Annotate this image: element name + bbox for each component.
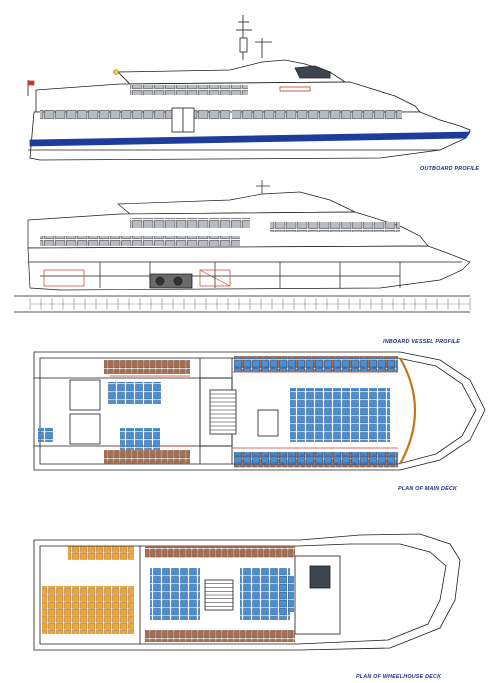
outboard-profile-caption: OUTBOARD PROFILE xyxy=(420,166,479,172)
inboard-profile xyxy=(14,180,471,313)
flag-icon xyxy=(27,80,35,96)
main-deck-seating xyxy=(38,356,398,468)
engine-icon xyxy=(149,273,193,289)
main-deck-caption: PLAN OF MAIN DECK xyxy=(398,486,458,492)
inboard-profile-caption: INBOARD VESSEL PROFILE xyxy=(383,339,460,345)
wheelhouse-deck-seating xyxy=(42,546,295,642)
mast-icon xyxy=(236,15,272,60)
stair-icon xyxy=(209,389,237,435)
frame-scale xyxy=(29,298,471,310)
wheelhouse-deck-caption: PLAN OF WHEELHOUSE DECK xyxy=(356,674,442,680)
outboard-profile xyxy=(27,15,471,161)
